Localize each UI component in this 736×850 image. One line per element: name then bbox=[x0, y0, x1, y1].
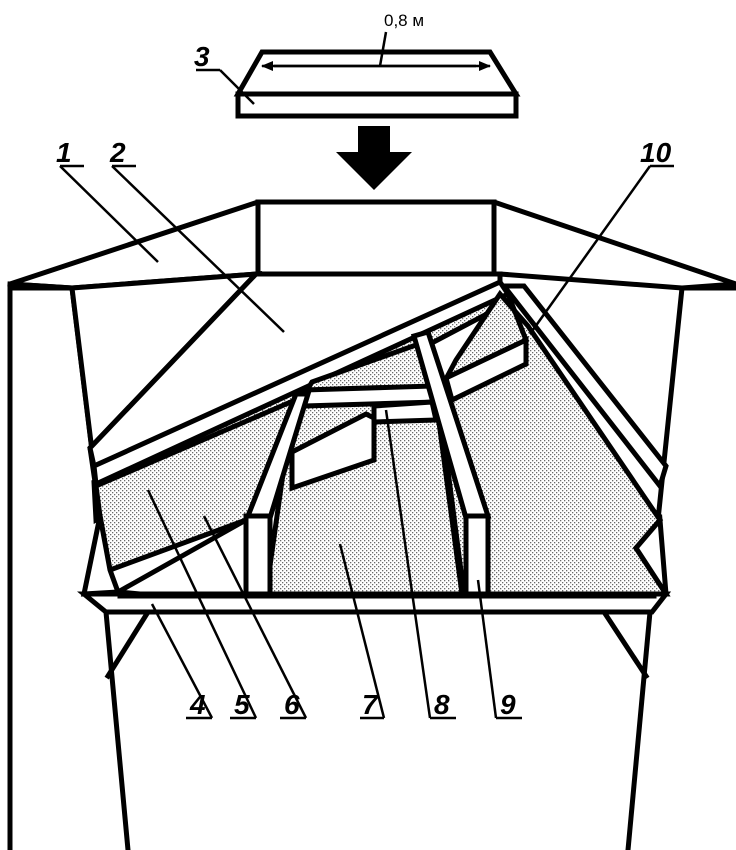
callout-1: 1 bbox=[56, 137, 72, 168]
callout-9: 9 bbox=[500, 689, 516, 720]
side-diagonal bbox=[504, 290, 530, 344]
callout-8: 8 bbox=[434, 689, 450, 720]
callout-3: 3 bbox=[194, 41, 210, 72]
callout-7: 7 bbox=[362, 689, 379, 720]
post-9-base bbox=[463, 513, 491, 597]
post-left-base bbox=[243, 513, 273, 597]
callout-6: 6 bbox=[284, 689, 300, 720]
right-wedge bbox=[632, 513, 669, 596]
callout-2: 2 bbox=[109, 137, 126, 168]
dimension-line bbox=[261, 31, 491, 71]
insertion-arrow bbox=[336, 126, 412, 190]
panel-3 bbox=[233, 49, 521, 119]
callout-5: 5 bbox=[234, 689, 250, 720]
dimension-label: 0,8 м bbox=[384, 11, 424, 30]
callout-4: 4 bbox=[189, 689, 206, 720]
inner-box bbox=[289, 411, 377, 492]
right-slope-band bbox=[498, 283, 669, 492]
crossbar-8-drop bbox=[371, 399, 440, 425]
callout-10: 10 bbox=[640, 137, 672, 168]
leader-lines bbox=[59, 68, 674, 720]
